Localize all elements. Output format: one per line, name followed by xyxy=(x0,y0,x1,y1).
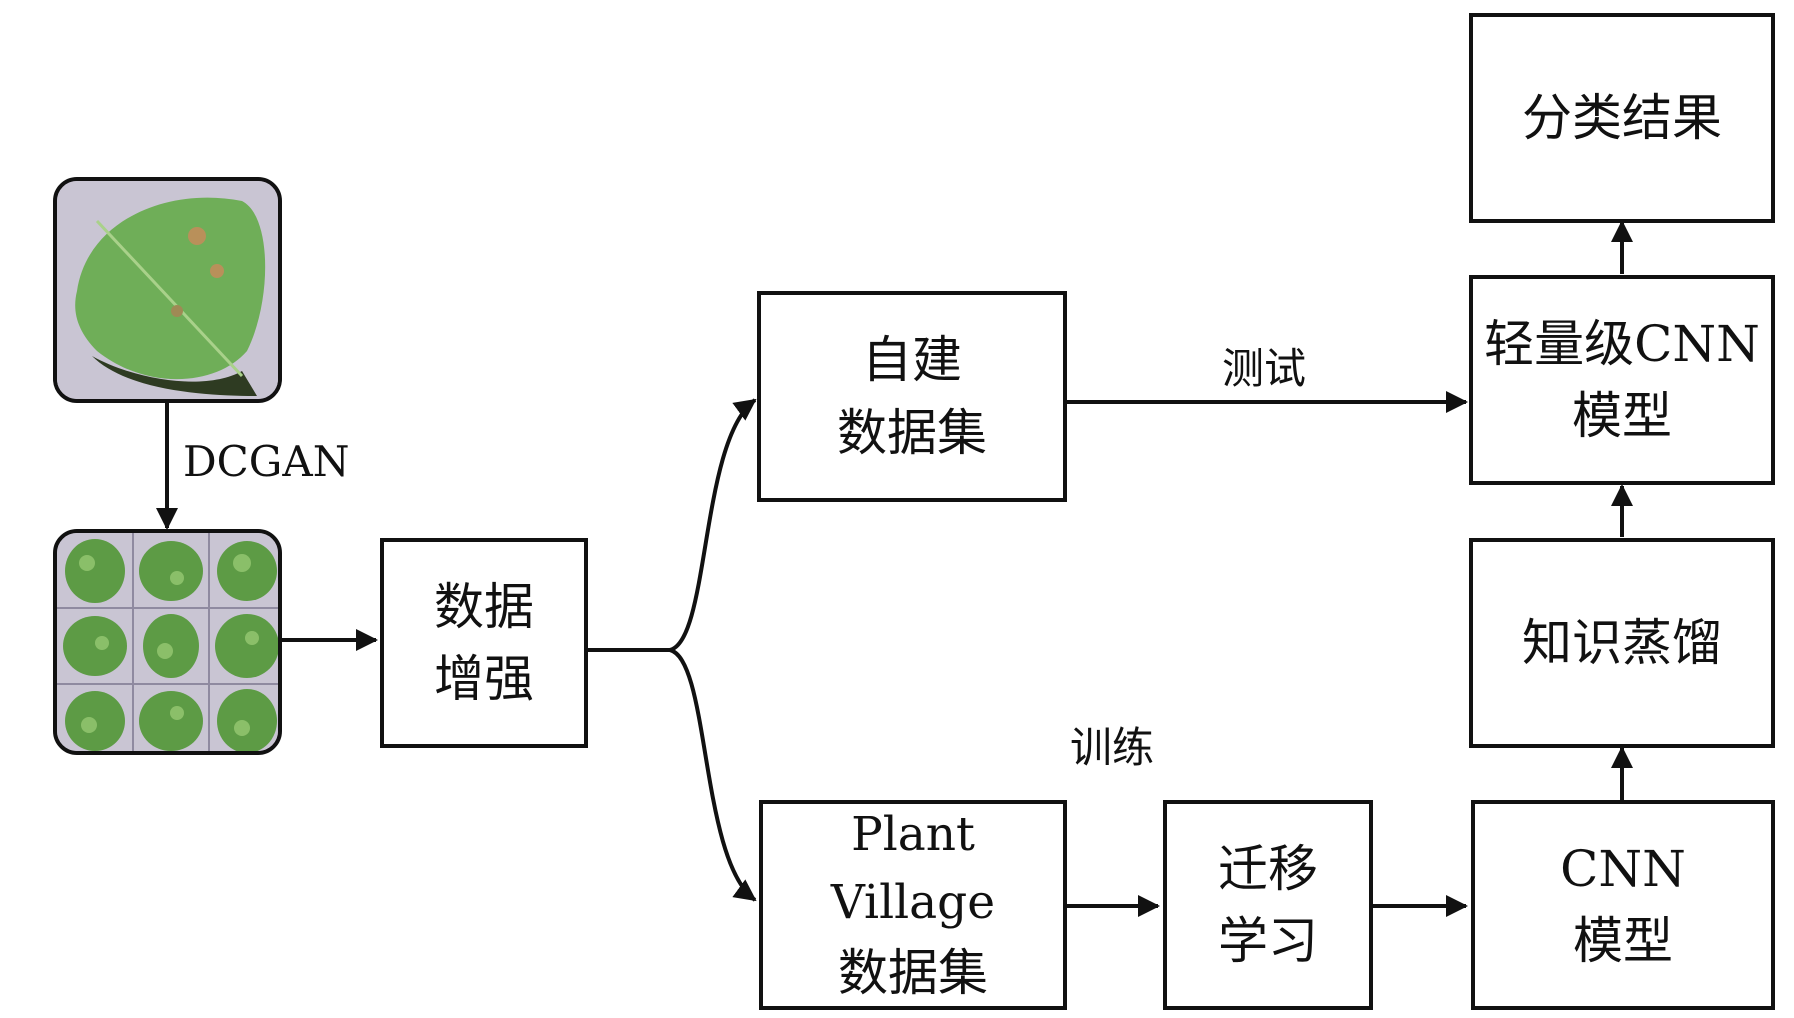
node-custom-dataset-line1: 自建 xyxy=(862,331,962,389)
node-cnn-model-line1: CNN xyxy=(1560,839,1686,898)
node-plantvillage-dataset: Plant Village 数据集 xyxy=(759,800,1067,1010)
leaf-icon xyxy=(57,181,278,399)
generated-leaf-grid xyxy=(53,529,282,755)
leaf-grid-icon xyxy=(57,533,278,751)
node-transfer-learning-line2: 学习 xyxy=(1218,912,1318,970)
original-leaf-image xyxy=(53,177,282,403)
node-plantvillage-line1: Plant Village xyxy=(830,806,996,930)
node-cnn-model: CNN 模型 xyxy=(1471,800,1775,1010)
arrow-to-plantvillage xyxy=(669,648,757,902)
node-knowledge-distillation-line1: 知识蒸馏 xyxy=(1522,613,1722,672)
node-custom-dataset: 自建 数据集 xyxy=(757,291,1067,502)
node-data-augmentation: 数据 增强 xyxy=(380,538,588,748)
node-lightweight-cnn-model: 轻量级CNN 模型 xyxy=(1469,275,1775,485)
label-dcgan: DCGAN xyxy=(183,437,350,486)
node-lightweight-cnn-line1: 轻量级CNN xyxy=(1484,314,1760,373)
node-plantvillage-line2: 数据集 xyxy=(838,943,988,1002)
node-lightweight-cnn-line2: 模型 xyxy=(1572,387,1672,445)
node-cnn-model-line2: 模型 xyxy=(1573,912,1673,970)
node-classification-result: 分类结果 xyxy=(1469,13,1775,223)
arrow-to-custom-dataset xyxy=(669,398,757,652)
node-knowledge-distillation: 知识蒸馏 xyxy=(1469,538,1775,748)
node-classification-result-line1: 分类结果 xyxy=(1522,88,1722,147)
label-test: 测试 xyxy=(1222,344,1307,393)
node-transfer-learning: 迁移 学习 xyxy=(1163,800,1373,1010)
label-train: 训练 xyxy=(1070,723,1155,772)
node-data-augmentation-line2: 增强 xyxy=(434,650,534,708)
node-data-augmentation-line1: 数据 xyxy=(434,577,534,636)
node-transfer-learning-line1: 迁移 xyxy=(1218,839,1318,898)
node-custom-dataset-line2: 数据集 xyxy=(837,403,987,462)
